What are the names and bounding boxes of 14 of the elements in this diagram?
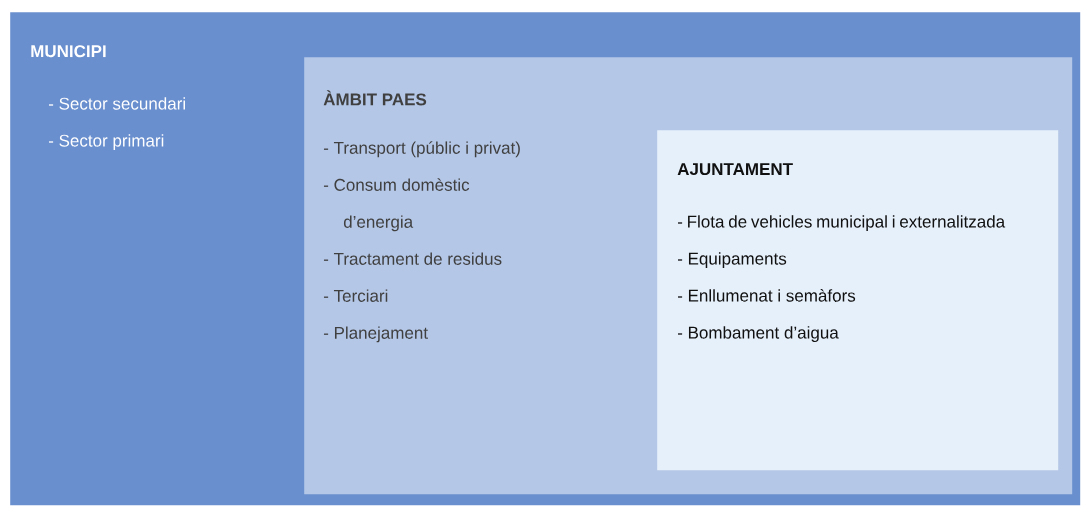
- heading: MUNICIPI: [31, 45, 106, 58]
- list-item: - Transport (públic i privat): [323, 141, 520, 158]
- list-item: - Sector primari: [48, 134, 164, 151]
- list-item: - Flota de vehicles municipal i externalitzada: [677, 215, 1006, 232]
- list-item: - Consum domèstic d’energia: [323, 178, 470, 232]
- list-item: - Sector secundari: [48, 97, 185, 110]
- heading: ÀMBIT PAES: [323, 90, 427, 106]
- heading: AJUNTAMENT: [677, 163, 793, 176]
- list-item: - Planejament: [323, 326, 428, 343]
- list-item: - Terciari: [323, 289, 388, 302]
- list-item: - Enllumenat i semàfors: [677, 289, 856, 302]
- list-item: - Bombament d’aigua: [677, 326, 839, 343]
- list-item: - Equipaments: [677, 252, 787, 269]
- list-item: - Tractament de residus: [323, 252, 502, 265]
